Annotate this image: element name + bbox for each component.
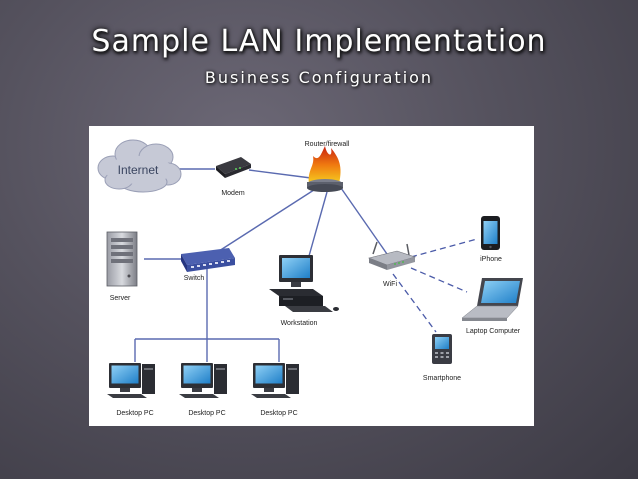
wireless-wifi-iphone	[410, 238, 478, 258]
desktop-pc-2-icon: Desktop PC	[179, 363, 227, 417]
smartphone-label: Smartphone	[423, 375, 461, 382]
desktop-pc-1-icon: Desktop PC	[107, 363, 155, 417]
link-router-workstation	[308, 191, 328, 257]
modem-icon: Modem	[216, 157, 251, 197]
wireless-links	[392, 238, 478, 333]
server-icon: Server	[106, 231, 138, 302]
smartphone-icon: Smartphone	[423, 334, 461, 382]
router-firewall-icon: Router/firewall	[305, 141, 350, 192]
laptop-icon: Laptop Computer	[461, 278, 523, 335]
workstation-label: Workstation	[281, 320, 318, 327]
wireless-wifi-smartphone	[392, 273, 437, 333]
switch-label: Switch	[184, 275, 205, 282]
workstation-icon: Workstation	[269, 255, 339, 327]
internet-label: Internet	[118, 163, 159, 177]
network-diagram-panel: Internet Modem Router/firewall Server	[89, 126, 534, 426]
desktop-pc-3-label: Desktop PC	[260, 410, 297, 417]
desktop-pc-1-label: Desktop PC	[116, 410, 153, 417]
router-label: Router/firewall	[305, 141, 350, 148]
internet-cloud-icon: Internet	[97, 139, 182, 193]
slide-title: Sample LAN Implementation	[91, 24, 547, 59]
desktop-pc-2-label: Desktop PC	[188, 410, 225, 417]
wireless-wifi-laptop	[410, 267, 468, 293]
laptop-label: Laptop Computer	[466, 328, 521, 335]
wired-links	[134, 168, 388, 362]
wifi-label: WiFi	[383, 281, 397, 288]
modem-label: Modem	[221, 190, 245, 197]
switch-icon: Switch	[181, 248, 235, 282]
server-label: Server	[110, 295, 131, 302]
link-router-switch	[218, 187, 318, 252]
slide-subtitle: Business Configuration	[204, 68, 434, 87]
link-modem-router	[248, 169, 312, 179]
desktop-pc-3-icon: Desktop PC	[251, 363, 299, 417]
link-router-wifi	[340, 187, 388, 255]
iphone-icon: iPhone	[480, 216, 502, 263]
iphone-label: iPhone	[480, 256, 502, 263]
network-diagram: Internet Modem Router/firewall Server	[97, 139, 523, 417]
wifi-router-icon: WiFi	[368, 241, 417, 288]
